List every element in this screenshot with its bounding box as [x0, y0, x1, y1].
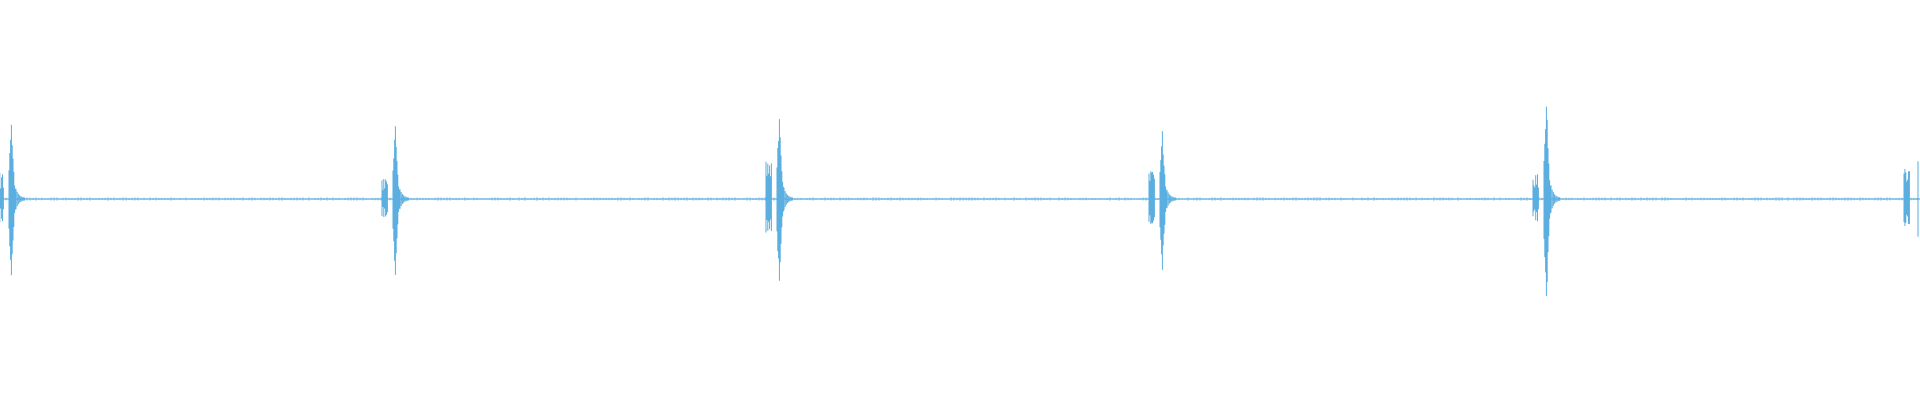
waveform-beat — [1902, 161, 1919, 237]
waveform-noise — [0, 197, 1918, 201]
waveform-beat-path — [764, 119, 793, 281]
waveform-beat — [1531, 106, 1560, 296]
waveform-beat-path — [380, 126, 409, 275]
waveform-beat — [0, 124, 25, 276]
waveform-beat-path — [1902, 161, 1919, 237]
waveform-beat — [764, 119, 793, 281]
waveform-beat — [380, 126, 409, 275]
waveform-beat-path — [0, 124, 25, 276]
waveform-beat — [1147, 131, 1176, 270]
waveform-beat-path — [1147, 131, 1176, 270]
waveform-beat-path — [1531, 106, 1560, 296]
